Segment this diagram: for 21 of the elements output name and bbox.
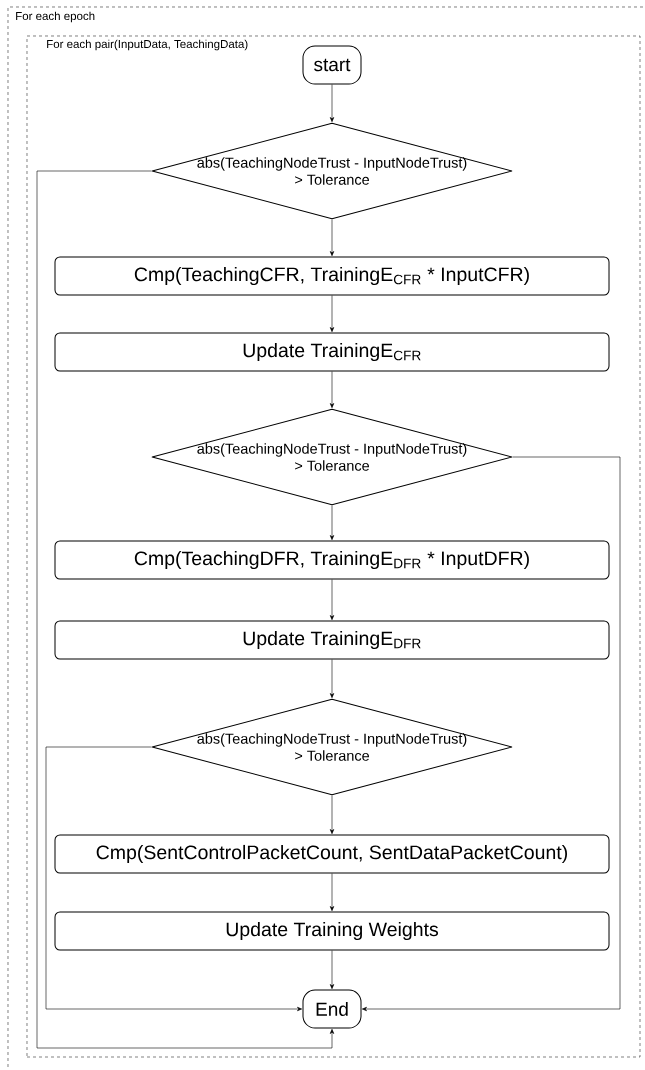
terminal-node: End: [302, 989, 362, 1029]
arrow: [329, 371, 335, 409]
process-box: Cmp(SentControlPacketCount, SentDataPacketCount): [54, 834, 610, 874]
arrow: [329, 659, 335, 699]
arrow: [329, 950, 335, 990]
process-box: Update Training Weights: [54, 911, 610, 951]
process-box: Cmp(TeachingDFR, TrainingE$_{DFR}$ * InputDFR): [54, 540, 610, 580]
arrow: [361, 456, 621, 1012]
arrow: [329, 873, 335, 912]
process-box: Update TrainingE$_{CFR}$: [54, 332, 610, 372]
arrow: [36, 170, 335, 1049]
arrow: [329, 795, 335, 835]
arrow: [329, 579, 335, 621]
arrow: [45, 746, 303, 1012]
arrow: [329, 295, 335, 333]
process-box: Update TrainingE$_{DFR}$: [54, 620, 610, 660]
arrow: [329, 505, 335, 540]
terminal-node: start: [302, 45, 362, 85]
process-box: Cmp(TeachingCFR, TrainingE$_{CFR}$ * InputCFR): [54, 256, 610, 296]
arrow: [329, 219, 335, 256]
arrow: [329, 84, 335, 122]
